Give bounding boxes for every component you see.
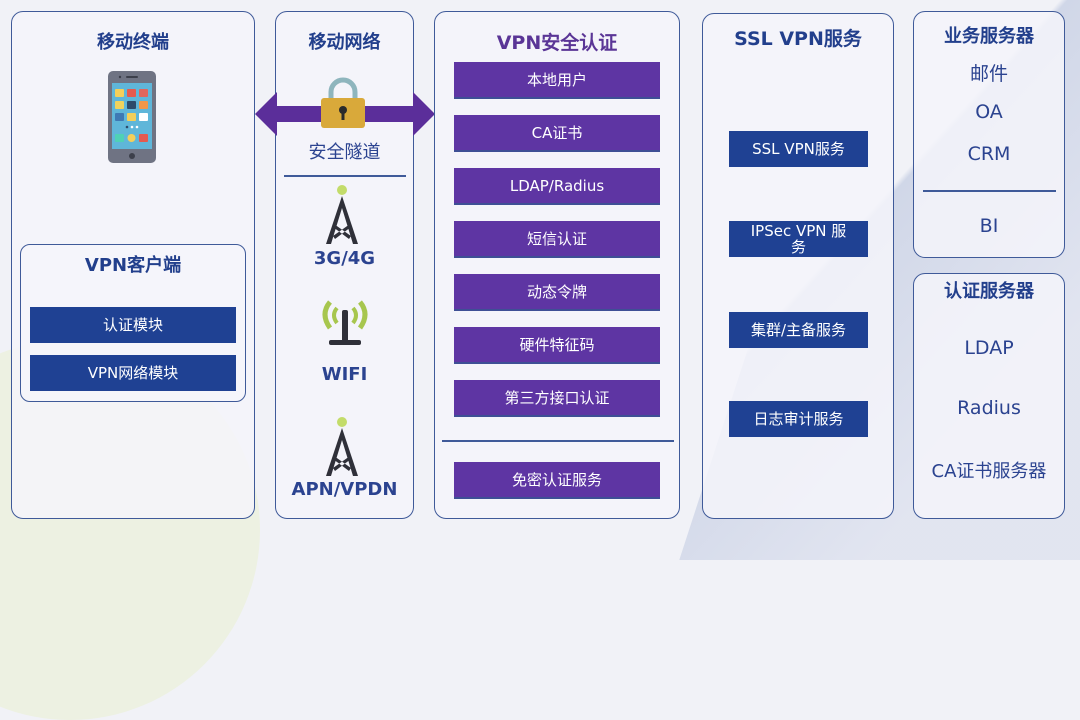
auth-method-third-party: 第三方接口认证: [454, 380, 660, 417]
auth-method-local-user: 本地用户: [454, 62, 660, 99]
vpn-client-title: VPN客户端: [84, 255, 182, 276]
business-server-oa: OA: [975, 101, 1003, 123]
apn-vpdn-label: APN/VPDN: [291, 479, 398, 500]
mobile-terminal-panel: 移动终端 VPN客户端 认证模块 VPN网络模块: [11, 11, 255, 519]
business-servers-title: 业务服务器: [944, 26, 1034, 47]
vpn-network-module-box: VPN网络模块: [30, 355, 236, 391]
wifi-label: WIFI: [321, 364, 368, 385]
secure-tunnel-label: 安全隧道: [308, 142, 381, 163]
business-server-mail: 邮件: [969, 63, 1008, 85]
cluster-service-box: 集群/主备服务: [729, 312, 868, 348]
vpn-auth-title: VPN安全认证: [496, 32, 618, 54]
auth-method-dynamic-token: 动态令牌: [454, 274, 660, 311]
log-audit-service-box: 日志审计服务: [729, 401, 868, 437]
auth-method-hardware-id: 硬件特征码: [454, 327, 660, 364]
vpn-auth-panel: VPN安全认证 本地用户 CA证书 LDAP/Radius 短信认证 动态令牌 …: [434, 11, 680, 519]
auth-servers-title: 认证服务器: [944, 281, 1034, 302]
passwordless-auth-service: 免密认证服务: [454, 462, 660, 499]
business-server-crm: CRM: [967, 143, 1011, 165]
mobile-network-title: 移动网络: [308, 32, 381, 53]
divider: [442, 440, 674, 442]
auth-server-radius: Radius: [957, 397, 1021, 419]
auth-server-ca: CA证书服务器: [931, 461, 1047, 482]
auth-method-sms: 短信认证: [454, 221, 660, 258]
ssl-vpn-title: SSL VPN服务: [734, 28, 862, 50]
cell-tower-icon: [326, 417, 358, 476]
divider: [284, 175, 406, 177]
auth-method-ca-cert: CA证书: [454, 115, 660, 152]
auth-servers-panel: 认证服务器 LDAP Radius CA证书服务器: [913, 273, 1065, 519]
auth-server-ldap: LDAP: [964, 337, 1014, 359]
business-server-bi: BI: [979, 215, 999, 237]
padlock-icon: [321, 77, 365, 128]
cell-tower-icon: [326, 185, 358, 244]
divider: [923, 190, 1056, 192]
mobile-network-panel: 移动网络 安全隧道 3G/4G WIFI APN/VPDN: [275, 11, 414, 519]
vpn-client-panel: VPN客户端 认证模块 VPN网络模块: [20, 244, 246, 402]
auth-module-box: 认证模块: [30, 307, 236, 343]
3g4g-label: 3G/4G: [313, 248, 376, 269]
mobile-terminal-title: 移动终端: [97, 32, 169, 53]
wifi-antenna-icon: [322, 300, 368, 345]
ssl-vpn-panel: SSL VPN服务 SSL VPN服务 IPSec VPN 服务 集群/主备服务…: [702, 13, 894, 519]
business-servers-panel: 业务服务器 邮件 OA CRM BI: [913, 11, 1065, 258]
smartphone-icon: [108, 71, 156, 163]
ipsec-vpn-service-box: IPSec VPN 服务: [729, 221, 868, 257]
ssl-vpn-service-box: SSL VPN服务: [729, 131, 868, 167]
auth-method-ldap-radius: LDAP/Radius: [454, 168, 660, 205]
